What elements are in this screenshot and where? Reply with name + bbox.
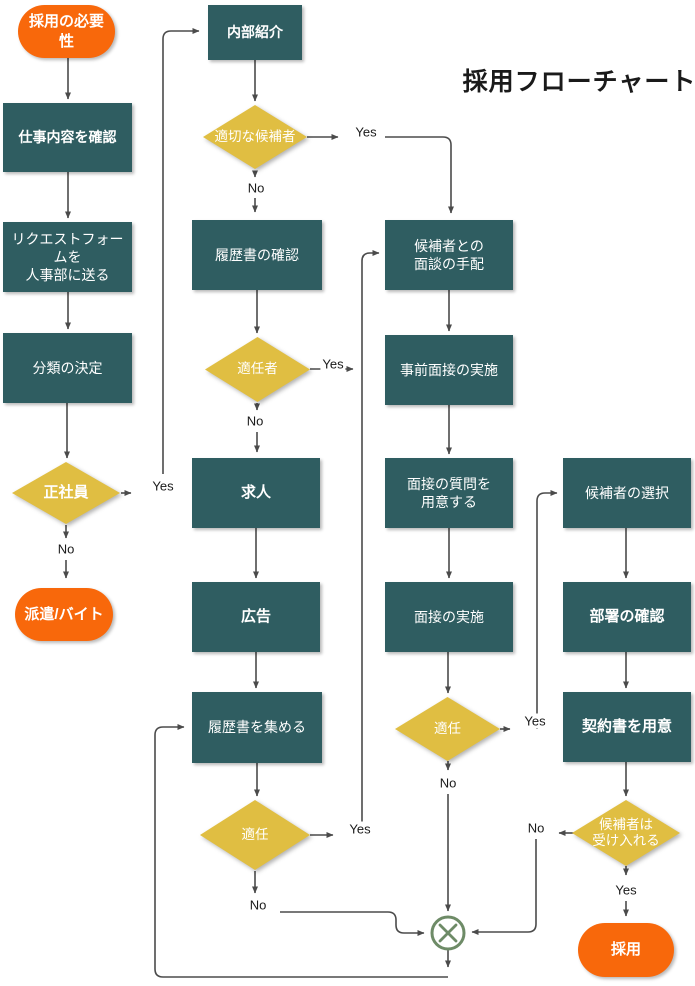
edge-label-tekinin-resume-yes: Yes	[347, 821, 373, 837]
node-label: 適切な候補者	[214, 128, 296, 144]
node-mendan: 候補者との 面談の手配	[385, 220, 513, 290]
node-label: 面接の質問を 用意する	[407, 475, 491, 510]
edge-junction-loop-to-collect	[154, 724, 451, 978]
node-saiyou: 採用	[578, 923, 674, 977]
node-send-form: リクエストフォームを 人事部に送る	[3, 222, 132, 292]
node-start: 採用の必要性	[18, 5, 115, 58]
node-label: 面接の実施	[414, 608, 484, 625]
node-label: 履歴書の確認	[215, 246, 299, 263]
node-label: 派遣/バイト	[24, 605, 104, 623]
edge-label-tekinin-interview-yes: Yes	[522, 713, 548, 729]
node-mensetsu: 面接の実施	[385, 582, 513, 652]
node-check-job: 仕事内容を確認	[3, 103, 132, 172]
page-title: 採用フローチャート	[462, 68, 695, 96]
node-label: 候補者は 受け入れる	[592, 816, 660, 848]
node-keiyaku: 契約書を用意	[563, 692, 691, 762]
edge-label-tekinin-interview-no: No	[437, 775, 459, 791]
node-label: 採用	[610, 941, 641, 959]
node-label: 適任者	[237, 361, 278, 377]
node-label: 仕事内容を確認	[18, 129, 117, 146]
node-label: 事前面接の実施	[400, 361, 498, 378]
node-label: 広告	[240, 608, 271, 626]
edge-ukeireru-no-to-junction	[471, 830, 575, 935]
edge-fulltime-yes-to-naibu	[121, 28, 200, 496]
edge-label-ukeireru-yes: Yes	[613, 882, 639, 898]
node-label: 候補者との 面談の手配	[414, 237, 484, 272]
node-label: 求人	[240, 484, 271, 502]
edge-label-tekininsha-yes: Yes	[320, 356, 346, 372]
merge-junction-icon	[430, 915, 466, 951]
node-label: 候補者の選択	[585, 484, 669, 501]
node-tekinin-interview-decision: 適任	[395, 697, 500, 761]
node-tekininsha-decision: 適任者	[205, 337, 310, 402]
node-sentaku: 候補者の選択	[563, 458, 691, 528]
node-haken: 派遣/バイト	[15, 588, 113, 641]
edge-tekisetsu-yes-to-mendan	[307, 134, 454, 214]
node-label: 契約書を用意	[581, 718, 672, 736]
edge-label-tekisetsu-yes: Yes	[353, 124, 379, 140]
edge-label-fulltime-yes: Yes	[150, 478, 176, 494]
node-label: 内部紹介	[227, 24, 283, 41]
edge-label-fulltime-no: No	[55, 541, 77, 557]
node-tekisetsu-decision: 適切な候補者	[203, 105, 307, 169]
node-label: 分類の決定	[32, 359, 103, 376]
node-tekinin-resume-decision: 適任	[200, 800, 310, 870]
node-decide-class: 分類の決定	[3, 333, 132, 403]
node-label: 履歴書を集める	[208, 719, 306, 736]
node-label: 採用の必要性	[28, 13, 104, 50]
node-koukoku: 広告	[192, 582, 320, 652]
node-resume-check: 履歴書の確認	[192, 220, 322, 290]
node-label: 正社員	[43, 484, 89, 501]
node-ukeireru-decision: 候補者は 受け入れる	[572, 800, 680, 866]
node-label: 適任	[241, 826, 269, 842]
node-label: 部署の確認	[589, 608, 665, 626]
edge-label-tekinin-resume-no: No	[247, 897, 269, 913]
node-jizen: 事前面接の実施	[385, 335, 513, 405]
edge-tekinin-int-yes-to-sentaku	[500, 490, 558, 732]
edge-label-ukeireru-no: No	[525, 820, 547, 836]
node-naibu: 内部紹介	[208, 5, 302, 60]
node-resume-collect: 履歴書を集める	[192, 692, 322, 763]
node-fulltime-decision: 正社員	[12, 462, 120, 524]
edge-tekinin-resume-no-to-junction	[252, 871, 425, 936]
node-shitsumon: 面接の質問を 用意する	[385, 458, 513, 528]
node-busho: 部署の確認	[563, 582, 691, 652]
edge-label-tekisetsu-no: No	[245, 180, 267, 196]
node-label: リクエストフォームを 人事部に送る	[11, 230, 124, 284]
edge-label-tekininsha-no: No	[244, 413, 266, 429]
edge-tekinin-resume-yes-to-mendan	[310, 250, 380, 838]
node-label: 適任	[434, 720, 461, 736]
node-kyujin: 求人	[192, 458, 320, 528]
